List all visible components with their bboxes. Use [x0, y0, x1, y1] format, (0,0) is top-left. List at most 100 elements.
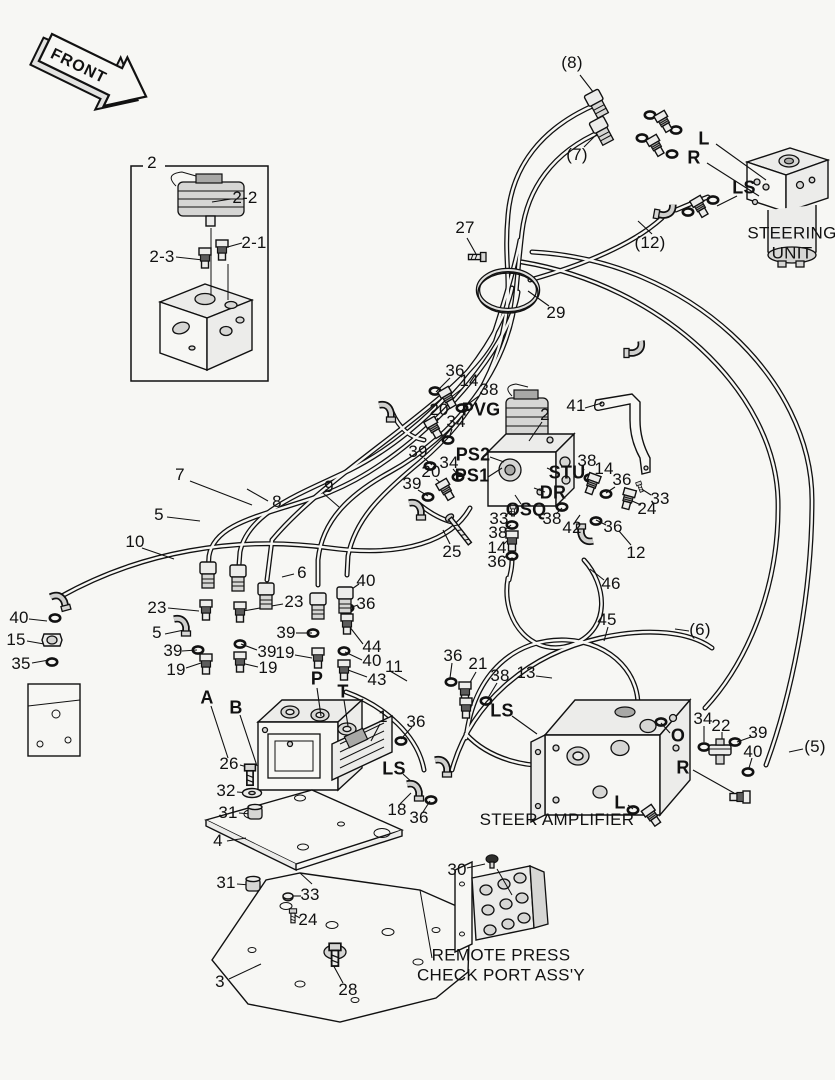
callout-4: 4 [213, 831, 223, 851]
callout-23: 23 [147, 598, 167, 618]
fitting-oring [337, 646, 351, 656]
fitting-elbow [407, 784, 424, 801]
callout-14: 14 [594, 459, 614, 479]
callout-46: 46 [601, 574, 621, 594]
callout-36: 36 [445, 361, 465, 381]
leader-line [389, 670, 408, 682]
callout-36: 36 [409, 808, 429, 828]
leader-line [514, 494, 522, 505]
callout-34: 34 [446, 412, 466, 432]
callout-36: 36 [603, 517, 623, 537]
fitting-oring [505, 551, 519, 561]
fitting-oring [681, 207, 695, 217]
callout-15: 15 [6, 630, 26, 650]
leader-line [442, 529, 451, 545]
callout-1: 1 [378, 707, 388, 727]
callout-39: 39 [408, 442, 428, 462]
leader-line [210, 705, 229, 759]
fitting-cap [485, 854, 499, 869]
callout-6: 6 [297, 563, 307, 583]
front-arrow: FRONT [29, 32, 148, 112]
fitting-oring [669, 125, 683, 135]
leader-line [164, 629, 185, 635]
fitting-cyl [309, 592, 327, 620]
left-plate-drawing [27, 683, 81, 757]
callout-18: 18 [387, 800, 407, 820]
callout-o: O [670, 725, 686, 746]
callout-29: 29 [546, 303, 566, 323]
callout-28: 28 [338, 980, 358, 1000]
callout-36: 36 [443, 646, 463, 666]
fitting-fit [505, 530, 519, 552]
leader-line [528, 421, 543, 442]
leader-line [141, 547, 175, 560]
leader-line [175, 256, 204, 261]
callout-27: 27 [455, 218, 475, 238]
callout-19: 19 [166, 660, 186, 680]
callout-25: 25 [442, 542, 462, 562]
callout-39: 39 [276, 623, 296, 643]
leader-line [316, 687, 322, 717]
callout-40: 40 [356, 571, 376, 591]
fitting-cyl [229, 564, 247, 592]
leader-line [605, 486, 616, 494]
leader-line [466, 237, 477, 255]
hose-bundle-b [236, 285, 515, 568]
leader-line [546, 467, 559, 474]
fitting-fit [423, 415, 445, 441]
callout-p: P [310, 668, 324, 689]
callout-38: 38 [479, 380, 499, 400]
caption-remote-press: REMOTE PRESS CHECK PORT ASS'Y [416, 945, 586, 985]
callout-40: 40 [9, 608, 29, 628]
leader-line [637, 220, 653, 235]
fitting-plug [41, 633, 63, 647]
callout-ls: LS [732, 177, 756, 198]
leader-line [347, 669, 368, 678]
hose-11-inner [344, 690, 426, 772]
hose-8-inner [345, 102, 599, 577]
callout-r: R [676, 757, 690, 778]
callout-8: (8) [561, 53, 583, 73]
callout-33: 33 [300, 885, 320, 905]
callout-38: 38 [577, 451, 597, 471]
callout-7: (7) [566, 145, 588, 165]
leader-line [574, 514, 581, 523]
fitting-oring [741, 767, 755, 777]
leader-line [449, 662, 453, 679]
hose-osq-inner [507, 558, 514, 582]
leader-line [294, 654, 313, 659]
fitting-oring [48, 613, 62, 623]
fitting-tee [708, 738, 732, 765]
callout-5: 5 [152, 623, 162, 643]
callout-34: 34 [693, 709, 713, 729]
fitting-fit [233, 651, 247, 673]
fitting-fit [618, 487, 638, 511]
fitting-oring [706, 195, 720, 205]
callout-r: R [687, 147, 701, 168]
fitting-oring [424, 795, 438, 805]
leader-line [399, 792, 412, 805]
callout-3: 3 [215, 972, 225, 992]
callout-42: 42 [562, 518, 582, 538]
callout-5: (5) [804, 737, 826, 757]
fitting-fit [645, 133, 667, 159]
callout-8: 8 [272, 492, 282, 512]
callout-a: A [200, 687, 214, 708]
fitting-oring [394, 736, 408, 746]
fitting-cyl [336, 586, 354, 614]
plate-part4-drawing [204, 789, 404, 872]
callout-26: 26 [219, 754, 239, 774]
callout-10: 10 [125, 532, 145, 552]
callout-14: 14 [487, 538, 507, 558]
callout-38: 38 [490, 666, 510, 686]
hose-12-inner [528, 216, 664, 282]
leader-line [211, 198, 232, 203]
detail-box-part2 [130, 158, 269, 382]
callout-dr: DR [539, 482, 567, 503]
callout-32: 32 [216, 781, 236, 801]
leader-line [281, 573, 295, 578]
fitting-fit [653, 109, 675, 135]
leader-line [28, 618, 48, 622]
callout-22: 22 [711, 716, 731, 736]
